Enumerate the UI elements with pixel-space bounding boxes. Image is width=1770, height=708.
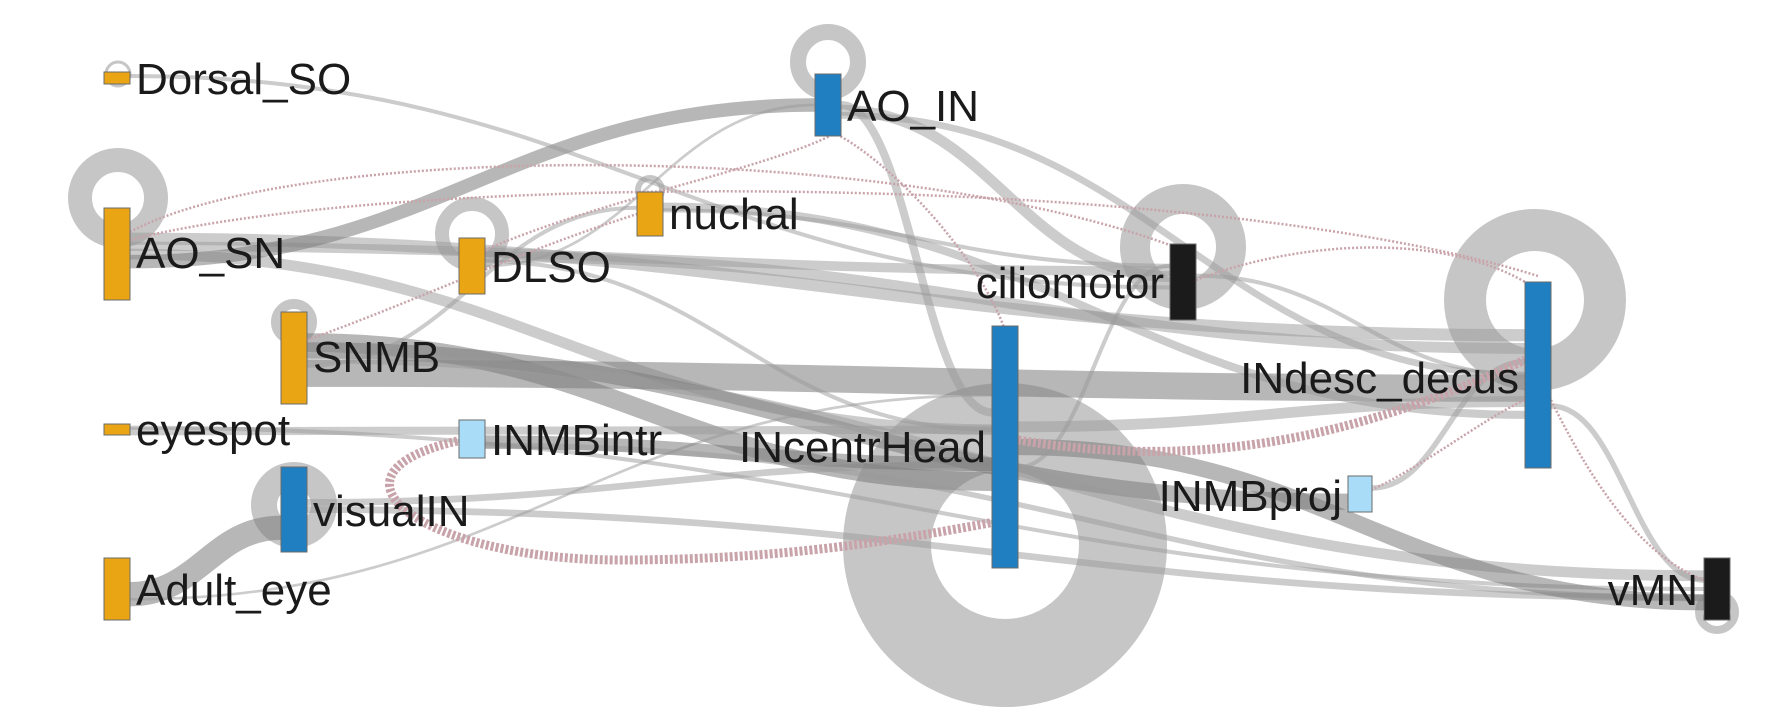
node-visualin[interactable] <box>280 466 308 553</box>
dashed-edge-9 <box>1359 398 1526 497</box>
node-label-visualin: visualIN <box>313 487 470 536</box>
node-vmn[interactable] <box>1703 557 1731 621</box>
edge-adult-eye-to-incentrhead <box>129 393 993 601</box>
node-ao-in[interactable] <box>814 73 842 137</box>
edge-nuchal-to-ciliomotor <box>662 208 1171 268</box>
node-label-ao-sn: AO_SN <box>136 229 285 278</box>
node-label-vmn: vMN <box>1608 566 1698 615</box>
edge-incentrhead-to-indesc-decus <box>1017 396 1526 433</box>
dashed-edge-7 <box>1195 246 1539 292</box>
dashed-edge-layer <box>129 134 1705 582</box>
node-indesc-decus[interactable] <box>1524 281 1552 469</box>
edge-ao-in-to-incentrhead <box>840 100 993 417</box>
node-label-eyespot: eyespot <box>136 406 290 455</box>
edge-inmbintr-to-vmn <box>484 442 1705 601</box>
edge-incentrhead-to-ciliomotor <box>1017 263 1171 470</box>
dashed-edge-1 <box>129 163 1184 252</box>
edge-ao-sn-to-indesc-decus <box>129 232 1526 342</box>
node-label-ao-in: AO_IN <box>847 82 979 131</box>
node-snmb[interactable] <box>280 311 308 405</box>
edge-dorsal-so-to-ciliomotor <box>129 73 1171 290</box>
node-ciliomotor[interactable] <box>1169 243 1197 321</box>
edge-layer <box>129 73 1705 611</box>
edge-dlso-to-incentrhead <box>484 259 993 432</box>
edge-dlso-to-indesc-decus <box>484 251 1526 354</box>
node-label-incentrhead: INcentrHead <box>739 423 986 472</box>
edge-ciliomotor-to-indesc-decus <box>1195 273 1526 378</box>
edge-indesc-decus-to-vmn <box>1550 403 1705 583</box>
dashed-edge-3 <box>385 433 1006 565</box>
node-label-dorsal-so: Dorsal_SO <box>136 55 351 104</box>
label-layer: Dorsal_SO AO_SN SNMB eyespot visualIN Adult_e… <box>136 55 1698 615</box>
node-adult-eye[interactable] <box>103 557 131 621</box>
node-dorsal-so[interactable] <box>103 71 131 85</box>
node-incentrhead[interactable] <box>991 325 1019 569</box>
dashed-edge-8 <box>1017 355 1527 456</box>
node-label-adult-eye: Adult_eye <box>136 566 332 615</box>
node-label-ciliomotor: ciliomotor <box>976 259 1164 308</box>
node-layer <box>103 71 1731 621</box>
dashed-edge-2 <box>129 190 1539 278</box>
edge-adult-eye-to-visualin <box>129 515 282 607</box>
edge-dlso-to-ao-in <box>484 103 816 268</box>
node-eyespot[interactable] <box>103 423 131 436</box>
dashed-edge-4 <box>484 134 831 252</box>
dashed-edge-10 <box>1549 399 1705 582</box>
node-inmbintr[interactable] <box>458 419 486 459</box>
node-nuchal[interactable] <box>636 191 664 237</box>
node-dlso[interactable] <box>458 237 486 295</box>
node-inmbproj[interactable] <box>1347 475 1373 513</box>
node-label-inmbproj: INMBproj <box>1159 472 1342 521</box>
node-ao-sn[interactable] <box>103 207 131 301</box>
edge-inmbintr-to-incentrhead <box>484 435 993 472</box>
node-label-dlso: DLSO <box>491 243 611 292</box>
edge-ao-sn-to-ao-in <box>129 98 816 269</box>
node-label-snmb: SNMB <box>313 333 440 382</box>
node-label-indesc-decus: INdesc_decus <box>1240 354 1519 403</box>
node-label-nuchal: nuchal <box>669 190 799 239</box>
node-label-inmbintr: INMBintr <box>491 416 662 465</box>
